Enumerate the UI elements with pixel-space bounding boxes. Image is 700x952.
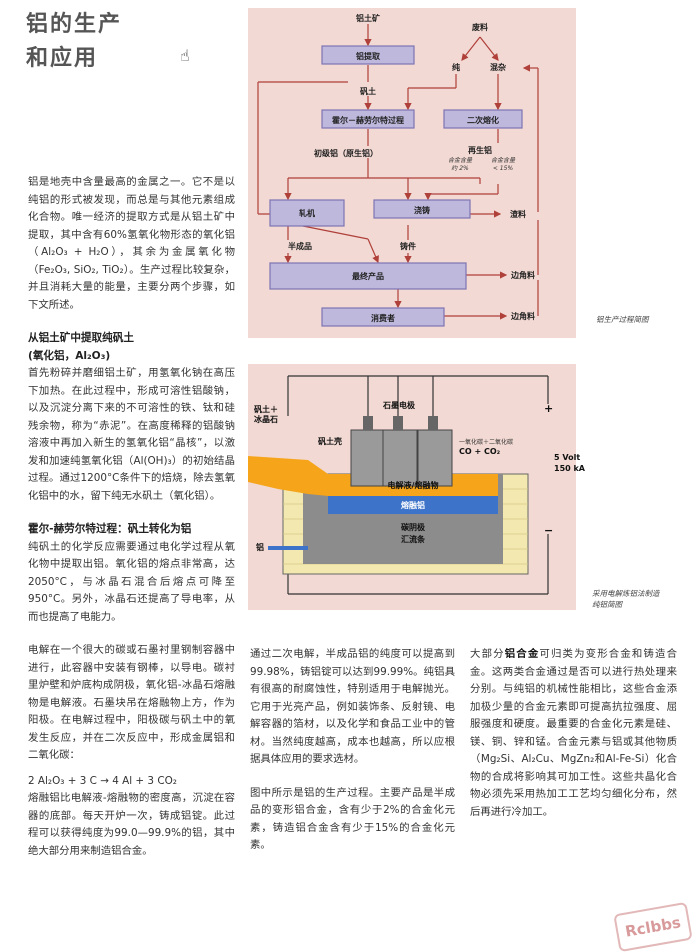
section-heading-1: 从铝土矿中提取纯矾土 <box>28 332 134 344</box>
flowchart-caption: 铝生产过程简图 <box>596 315 649 324</box>
label-offcuts-1: 边角料 <box>510 270 535 280</box>
box-casting <box>373 199 471 219</box>
left-column: 铝是地壳中含量最高的金属之一。它不是以纯铝的形式被发现，而总是与其他元素组成化合… <box>28 174 235 860</box>
reaction-formula: 2 Al₂O₃ + 3 C → 4 Al + 3 CO₂ <box>28 774 177 787</box>
label-casting: 浇铸 <box>414 205 430 215</box>
label-semi-finished: 半成品 <box>288 241 312 251</box>
label-consumer: 消费者 <box>371 313 395 323</box>
electrolysis-cell-diagram: 矾土＋冰晶石 石墨电极 矾土壳 CO + CO₂ 电解液/熔融物 熔融铝 碳阴极… <box>248 375 586 595</box>
graphite-electrode-2 <box>382 429 418 487</box>
box-remelting <box>443 109 523 129</box>
page-title: 铝的生产 和应用 <box>26 8 122 76</box>
watermark-logo: Rclbbs <box>613 901 693 952</box>
graphite-electrode-1 <box>350 429 386 487</box>
box-rolling <box>269 199 345 227</box>
box-consumer <box>321 307 445 327</box>
molten-aluminium-layer <box>328 496 498 514</box>
section-1-paragraph: 首先粉碎并磨细铝土矿，用氢氧化钠在高压下加热。在此过程中，形成可溶性铝酸钠，以及… <box>28 367 235 502</box>
label-recycled-al: 再生铝 <box>468 145 492 155</box>
electrode-rod-1 <box>363 416 373 430</box>
alumina-feed <box>248 456 328 496</box>
hand-cursor-icon: ☝ <box>180 46 190 65</box>
label-alumina: 矾土 <box>360 86 376 96</box>
label-alumina-crust: 矾土壳 <box>318 436 342 446</box>
alloy-paragraph: 大部分铝合金可归类为变形合金和铸造合金。这两类合金通过是否可以进行热处理来分别。… <box>470 646 677 821</box>
label-mixed: 混杂 <box>490 62 506 72</box>
electrolysis-paragraph: 电解在一个很大的碳或石墨衬里钢制容器中进行，此容器中安装有钢棒，以导电。碳衬里炉… <box>28 644 235 761</box>
middle-column: 通过二次电解，半成品铝的纯度可以提高到99.98%，铸铝锭可以达到99.99%。… <box>250 646 455 855</box>
tap-pipe <box>268 546 308 550</box>
box-alumina-extraction <box>321 45 415 65</box>
electrode-rod-3 <box>428 416 438 430</box>
label-final-product: 最终产品 <box>352 271 384 281</box>
minus-terminal: − <box>544 524 553 537</box>
label-offcuts-2: 边角料 <box>510 311 535 321</box>
label-alloy-content-1: 合金含量 <box>448 156 473 164</box>
section-2-paragraph: 纯矾土的化学反应需要通过电化学过程从氧化物中提取出铝。氧化铝的熔点非常高，达20… <box>28 540 235 623</box>
label-primary-al: 初级铝（原生铝） <box>314 148 378 158</box>
label-remelting: 二次熔化 <box>467 115 499 125</box>
label-molten-al: 熔融铝 <box>401 500 425 510</box>
label-alumina-extraction: 铝提取 <box>356 51 380 61</box>
cell-caption-line-1: 采用电解炼铝法制造 <box>592 589 660 598</box>
cell-caption: 采用电解炼铝法制造 纯铝简图 <box>592 588 660 610</box>
plus-terminal: + <box>544 402 553 415</box>
page-title-line-1: 铝的生产 <box>26 12 123 37</box>
label-scrap: 废料 <box>472 22 488 32</box>
label-bauxite: 铝土矿 <box>356 13 380 23</box>
section-heading-1-sub: (氧化铝，Al₂O₃) <box>28 349 111 362</box>
right-column: 大部分铝合金可归类为变形合金和铸造合金。这两类合金通过是否可以进行热处理来分别。… <box>470 646 677 821</box>
cell-panel: 矾土＋冰晶石 石墨电极 矾土壳 CO + CO₂ 电解液/熔融物 熔融铝 碳阴极… <box>248 364 586 610</box>
label-gas-name: 一氧化碳＋二氧化碳 <box>459 438 513 446</box>
label-aluminium: 铝 <box>256 542 264 552</box>
page-title-line-2: 和应用 <box>26 46 99 71</box>
mid-paragraph-1: 通过二次电解，半成品铝的纯度可以提高到99.98%，铸铝锭可以达到99.99%。… <box>250 648 455 765</box>
casting-paragraph: 熔融铝比电解液-熔融物的密度高，沉淀在容器的底部。每天开炉一次，铸成铝锭。此过程… <box>28 792 235 857</box>
label-cathode-1: 碳阴极 <box>401 522 425 532</box>
label-alloy-content-2b: < 15% <box>493 165 514 172</box>
label-castings: 铸件 <box>400 241 416 251</box>
alloy-rest: 可归类为变形合金和铸造合金。这两类合金通过是否可以进行热处理来分别。与纯铝的机械… <box>470 648 678 818</box>
label-cathode-2: 汇流条 <box>401 534 426 544</box>
section-heading-2: 霍尔-赫劳尔特过程：矾土转化为铝 <box>28 523 192 535</box>
label-rolling: 轧机 <box>299 208 315 218</box>
mid-paragraph-2: 图中所示是铝的生产过程。主要产品是半成品的变形铝合金，含有少于2%的合金化元素，… <box>250 786 455 852</box>
label-pure: 纯 <box>452 62 460 72</box>
label-graphite-electrodes: 石墨电极 <box>382 400 415 410</box>
label-dross: 渣料 <box>510 209 526 219</box>
flowchart-diagram: 铝土矿 铝提取 矾土 霍尔－赫劳尔特过程 初级铝（原生铝） 废料 纯 混杂 二次… <box>257 13 539 327</box>
label-alloy-content-1b: 约 2% <box>451 164 469 172</box>
label-voltage: 5 Volt <box>554 453 580 462</box>
intro-paragraph: 铝是地壳中含量最高的金属之一。它不是以纯铝的形式被发现，而总是与其他元素组成化合… <box>28 176 235 311</box>
label-gas: CO + CO₂ <box>459 447 501 456</box>
box-final-product <box>269 262 467 290</box>
alloy-prefix: 大部分 <box>470 648 505 660</box>
cell-caption-line-2: 纯铝简图 <box>592 600 622 609</box>
flowchart-panel: 铝土矿 铝提取 矾土 霍尔－赫劳尔特过程 初级铝（原生铝） 废料 纯 混杂 二次… <box>248 8 576 338</box>
label-hall-heroult: 霍尔－赫劳尔特过程 <box>332 115 404 125</box>
graphite-electrode-3 <box>417 429 453 487</box>
label-electrolyte: 电解液/熔融物 <box>388 480 439 490</box>
label-alloy-content-2: 合金含量 <box>491 156 516 164</box>
label-current: 150 kA <box>554 464 586 473</box>
alloy-term: 铝合金 <box>504 648 540 660</box>
label-alumina-cryolite: 矾土＋冰晶石 <box>254 404 278 424</box>
electrode-rod-2 <box>393 416 403 430</box>
box-hall-heroult <box>321 109 415 129</box>
